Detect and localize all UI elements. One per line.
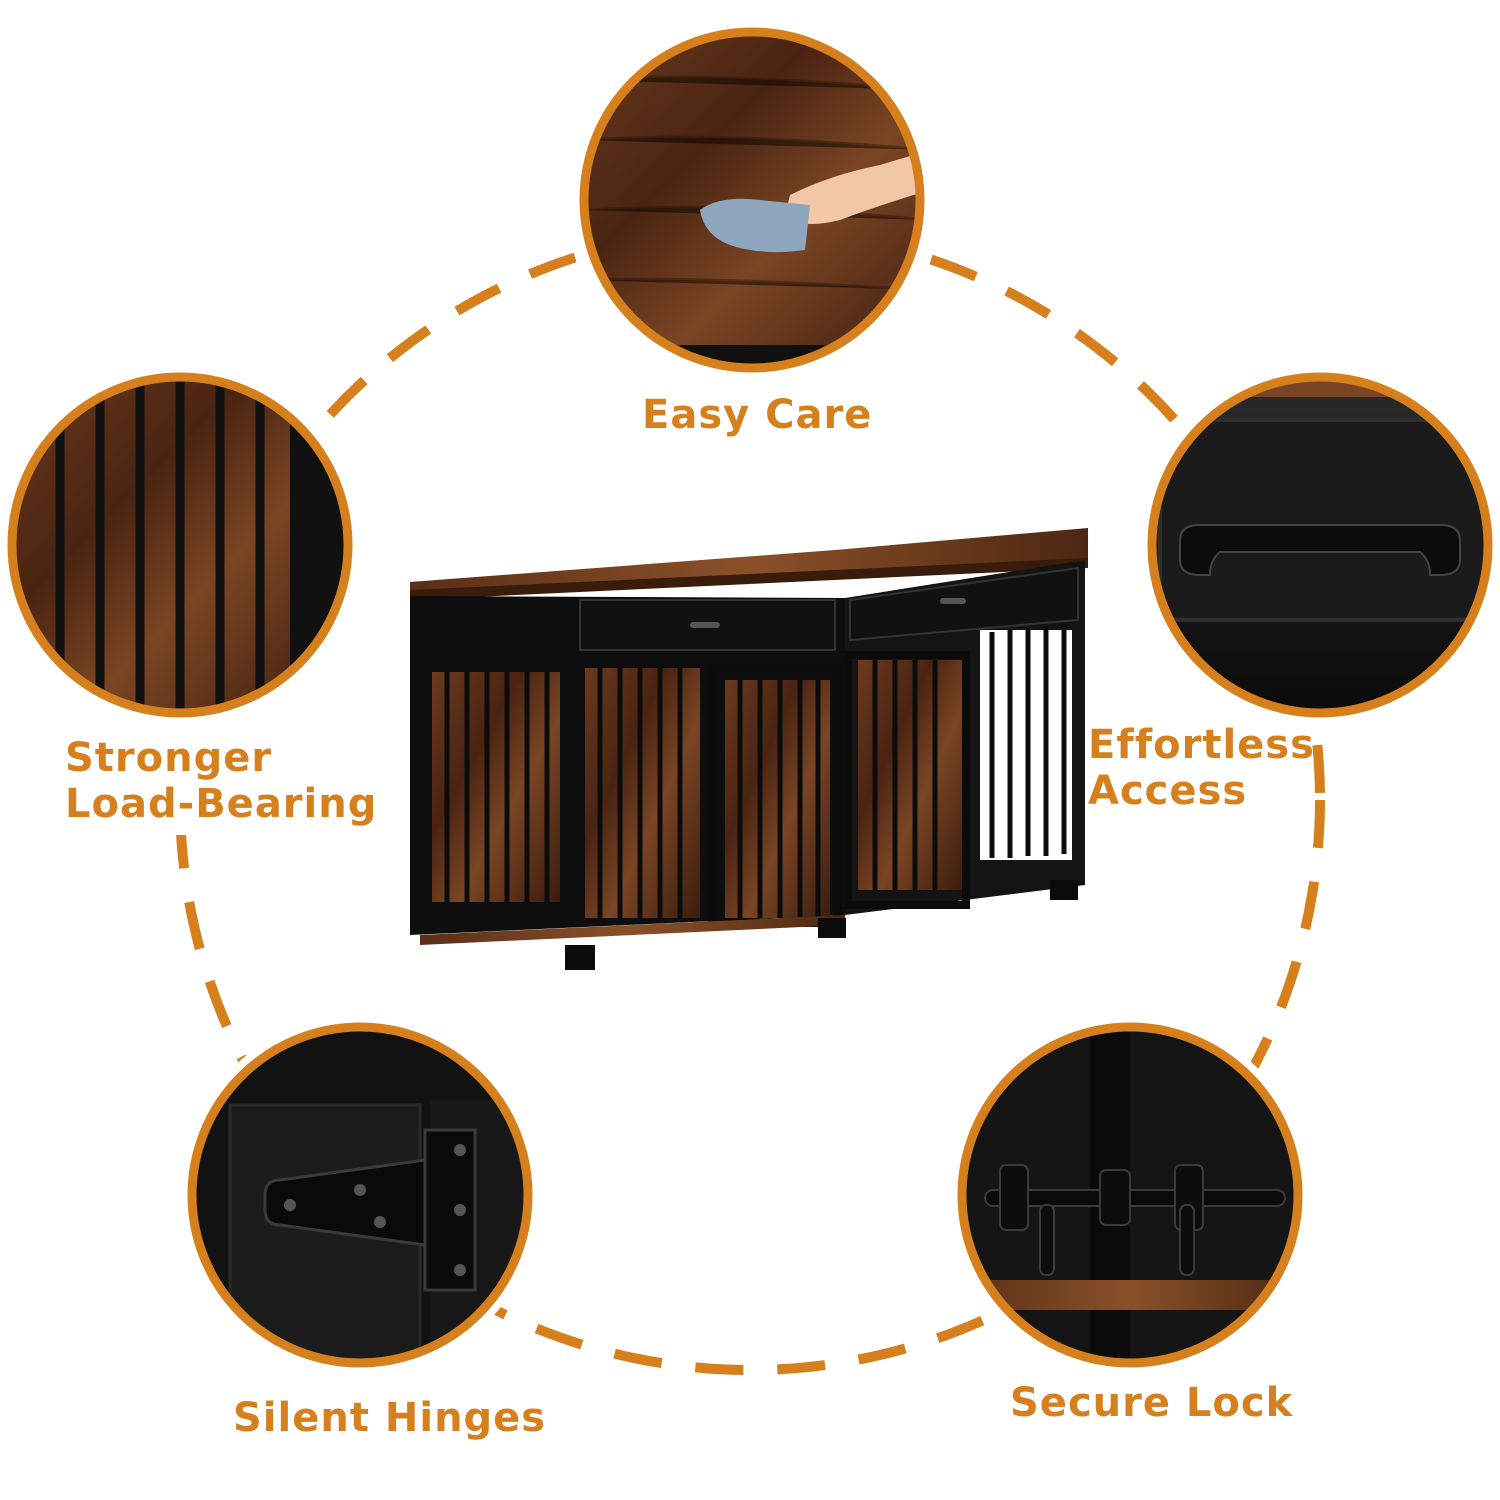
feature-label-effortless-access: Effortless Access xyxy=(1088,722,1315,814)
secure-lock-image xyxy=(962,1027,1298,1363)
cloth-icon xyxy=(700,198,810,253)
feature-label-load-bearing: Stronger Load-Bearing xyxy=(65,735,378,827)
hand-icon xyxy=(785,150,920,224)
dashed-ring xyxy=(175,225,1325,1375)
easy-care-image xyxy=(584,32,920,368)
drawer-handle-icon xyxy=(1179,524,1461,576)
latch-bar-icon xyxy=(984,1189,1286,1207)
feature-label-easy-care: Easy Care xyxy=(642,392,873,438)
feature-label-secure-lock: Secure Lock xyxy=(1010,1380,1294,1426)
drawer-right xyxy=(849,566,1079,642)
feature-label-silent-hinges: Silent Hinges xyxy=(233,1395,547,1441)
product-image xyxy=(410,528,1088,970)
